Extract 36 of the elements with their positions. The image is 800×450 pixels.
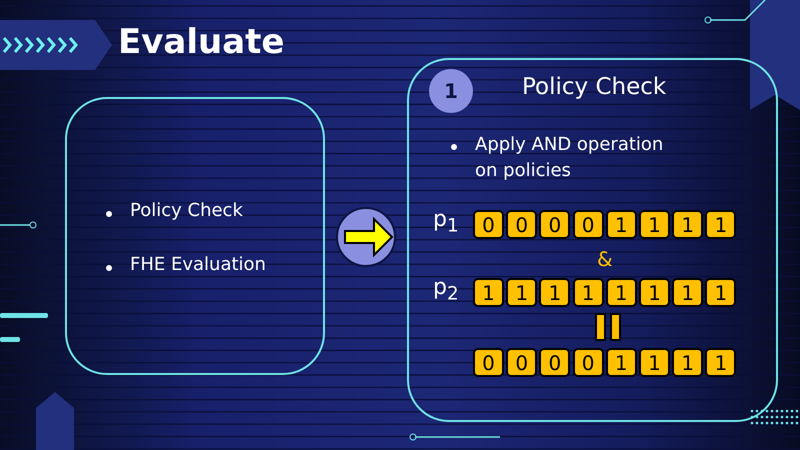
operator-symbol: & (597, 247, 613, 271)
bullet-text: FHE Evaluation (130, 254, 266, 275)
bit-cell: 0 (506, 210, 538, 239)
bit-cell: 1 (539, 278, 570, 307)
slide-title: Evaluate (118, 22, 284, 62)
bullet-text: Apply AND operation on policies (475, 133, 664, 183)
bit-cell: 0 (506, 348, 538, 377)
bit-cell: 1 (705, 348, 736, 377)
row-label: p$_{1}$ (433, 207, 459, 236)
bit-cell: 0 (539, 348, 570, 377)
block-arrow (344, 216, 394, 258)
bit-cell: 1 (672, 278, 704, 307)
bit-cell: 0 (539, 210, 570, 239)
bit-cell: 0 (572, 348, 604, 377)
rounded-panel (65, 97, 325, 375)
rounded-panel (407, 58, 778, 422)
bit-cell: 1 (672, 348, 704, 377)
bit-cell: 1 (639, 278, 670, 307)
bit-cell: 0 (473, 210, 504, 239)
bit-cell: 1 (473, 278, 504, 307)
row-label: p$_{2}$ (433, 275, 459, 304)
bit-cell: 1 (606, 348, 637, 377)
bit-cell: 1 (606, 210, 637, 239)
panel-heading: Policy Check (522, 74, 666, 100)
bit-cell: 0 (572, 210, 604, 239)
bit-cell: 1 (506, 278, 538, 307)
bit-cell: 1 (572, 278, 604, 307)
bit-cell: 1 (705, 210, 736, 239)
step-number-badge: 1 (429, 69, 473, 113)
bit-cell: 0 (473, 348, 504, 377)
bit-cell: 1 (639, 348, 670, 377)
bullet-text: Policy Check (130, 200, 243, 221)
bit-cell: 1 (672, 210, 704, 239)
bit-cell: 1 (705, 278, 736, 307)
bit-cell: 1 (606, 278, 637, 307)
bit-cell: 1 (639, 210, 670, 239)
